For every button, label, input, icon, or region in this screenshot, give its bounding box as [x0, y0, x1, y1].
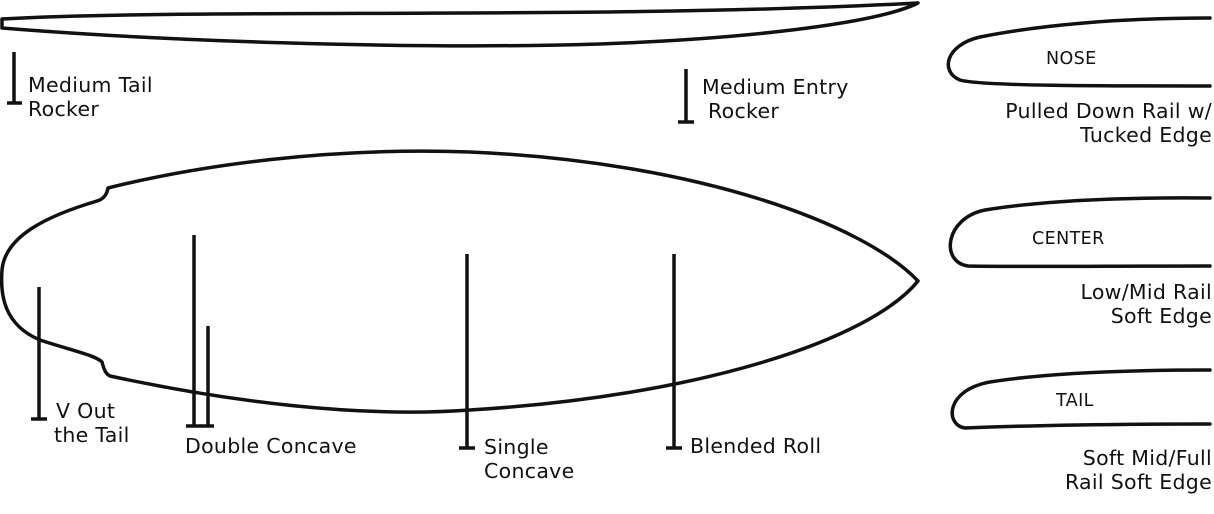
tail-rocker-label: Medium Tail Rocker	[28, 73, 153, 121]
center-rail-description: Low/Mid Rail Soft Edge	[1080, 280, 1212, 328]
nose-rail-profile	[946, 16, 1212, 88]
board-side-profile	[0, 1, 920, 48]
tail-section-tag: TAIL	[1056, 391, 1094, 411]
board-outline	[0, 149, 920, 414]
nose-section-tag: NOSE	[1046, 49, 1097, 69]
blended-roll-marker	[666, 254, 682, 450]
v-out-tail-label: V Out the Tail	[54, 399, 130, 447]
tail-rail-description: Soft Mid/Full Rail Soft Edge	[1064, 446, 1212, 494]
entry-rocker-marker	[678, 69, 694, 124]
center-section-tag: CENTER	[1032, 229, 1105, 249]
single-concave-marker	[459, 254, 475, 450]
entry-rocker-label: Medium Entry Rocker	[702, 75, 849, 123]
tail-rocker-marker	[7, 52, 22, 105]
double-concave-marker	[186, 235, 214, 428]
v-out-tail-marker	[31, 287, 47, 421]
single-concave-label: Single Concave	[484, 435, 575, 483]
blended-roll-label: Blended Roll	[690, 434, 822, 458]
double-concave-label: Double Concave	[185, 434, 357, 458]
nose-rail-description: Pulled Down Rail w/ Tucked Edge	[1005, 99, 1212, 147]
tail-rail-profile	[950, 368, 1212, 430]
center-rail-profile	[948, 196, 1212, 269]
